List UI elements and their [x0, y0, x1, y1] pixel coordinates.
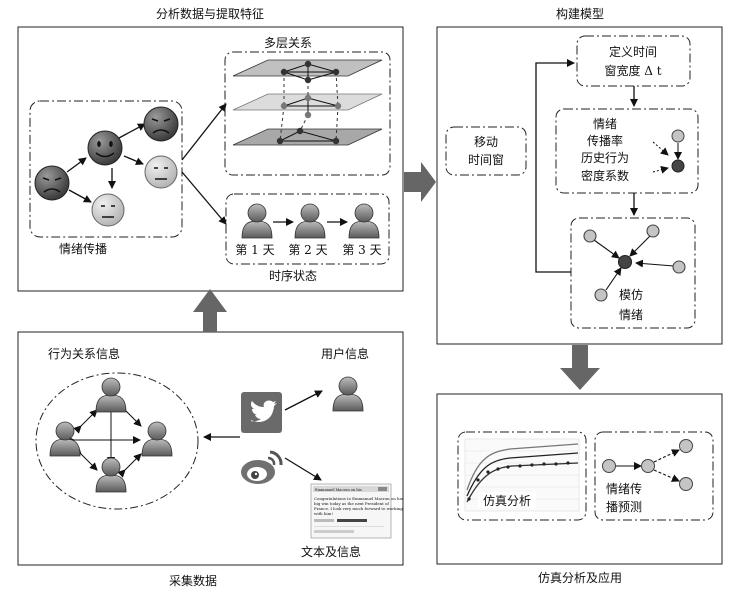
collect-arrows: [284, 390, 323, 481]
params-box: [555, 108, 699, 194]
param-history: 历史行为: [581, 151, 629, 165]
imitate-graph: [583, 224, 686, 302]
tweet-line-2: big win today as the next President of: [314, 501, 389, 506]
multilayer-box: [224, 51, 391, 176]
day-label-3: 第 3 天: [342, 243, 381, 257]
window-width-box: [576, 35, 691, 87]
tweet-line-0: Emmanuel Macron on his: [315, 488, 362, 492]
text-info-label: 文本及信息: [301, 544, 361, 559]
multilayer-nodes: [276, 60, 342, 145]
panel-collect-title: 采集数据: [169, 573, 217, 588]
user-day2-icon: [294, 203, 326, 239]
panel-simulation-title: 仿真分析及应用: [538, 570, 622, 585]
panel-model-title: 构建模型: [556, 6, 604, 21]
twitter-icon: [241, 392, 282, 433]
predict-line1: 情绪传: [606, 481, 642, 496]
emotion-spread-box: [29, 100, 183, 238]
day-label-2: 第 2 天: [288, 243, 327, 257]
network-user-bottom-icon: [95, 457, 127, 493]
weibo-icon: [241, 450, 283, 484]
emotion-network: [66, 123, 146, 203]
panel-simulation: [436, 393, 723, 565]
behavior-relation-label: 行为关系信息: [48, 346, 120, 361]
moving-window-line2: 时间窗: [468, 153, 504, 167]
user-info-icon: [332, 376, 364, 412]
window-width-line1: 定义时间: [609, 44, 657, 59]
branch-arrows: [181, 103, 227, 225]
imitate-box: [570, 217, 696, 329]
window-width-line2: 窗宽度 Δ t: [604, 63, 661, 78]
emotion-spread-label: 情绪传播: [59, 241, 107, 256]
tweet-line-3: France. I look very much forward to work…: [314, 506, 403, 511]
sim-chart-label-bg: [478, 492, 536, 508]
sim-analysis-label: 仿真分析: [483, 494, 531, 508]
user-info-label: 用户信息: [321, 346, 369, 361]
tweet-line-1: Congratulations to Emmanuel Macron on hi…: [314, 496, 403, 501]
face-neutral-bottom: [91, 193, 125, 227]
predict-graph: [602, 439, 693, 491]
moving-window-box: [445, 126, 527, 176]
network-user-top-icon: [95, 377, 127, 413]
imitate-line2: 情绪: [619, 308, 643, 322]
sim-chart-box: [457, 431, 587, 521]
user-day1-icon: [241, 203, 273, 239]
network-user-right-icon: [141, 421, 173, 457]
day-label-1: 第 1 天: [235, 243, 274, 257]
arrow-analysis-to-model: [404, 162, 436, 202]
timeseries-box: [225, 193, 390, 265]
arrow-model-to-simulation: [560, 345, 600, 390]
social-network-ellipse: [35, 372, 199, 510]
param-spread-rate: 传播率: [587, 133, 623, 148]
timeseries-label: 时序状态: [269, 268, 317, 283]
face-sad-top: [143, 106, 179, 142]
multilayer-label: 多层关系: [264, 36, 312, 50]
tweet-line-4: with him!: [314, 511, 333, 516]
network-user-left-icon: [49, 421, 81, 457]
face-neutral-right: [144, 155, 178, 189]
arrow-collect-to-analysis: [193, 289, 227, 332]
param-density: 密度系数: [581, 168, 629, 183]
panel-model: [436, 26, 723, 345]
predict-box: [594, 431, 714, 521]
model-flow-arrows: [535, 59, 638, 273]
face-happy-center: [87, 130, 123, 166]
moving-window-line1: 移动: [474, 135, 498, 149]
user-day3-icon: [348, 203, 380, 239]
predict-line2: 播预测: [606, 500, 642, 514]
tweet-card: Emmanuel Macron on his Congratulations t…: [310, 483, 403, 539]
panel-analysis-title: 分析数据与提取特征: [156, 6, 264, 21]
params-mini-graph: [652, 129, 685, 174]
face-sad-left: [34, 165, 70, 201]
imitate-line1: 模仿: [619, 288, 643, 302]
social-network-links: [67, 396, 142, 478]
param-emotion: 情绪: [593, 117, 617, 131]
